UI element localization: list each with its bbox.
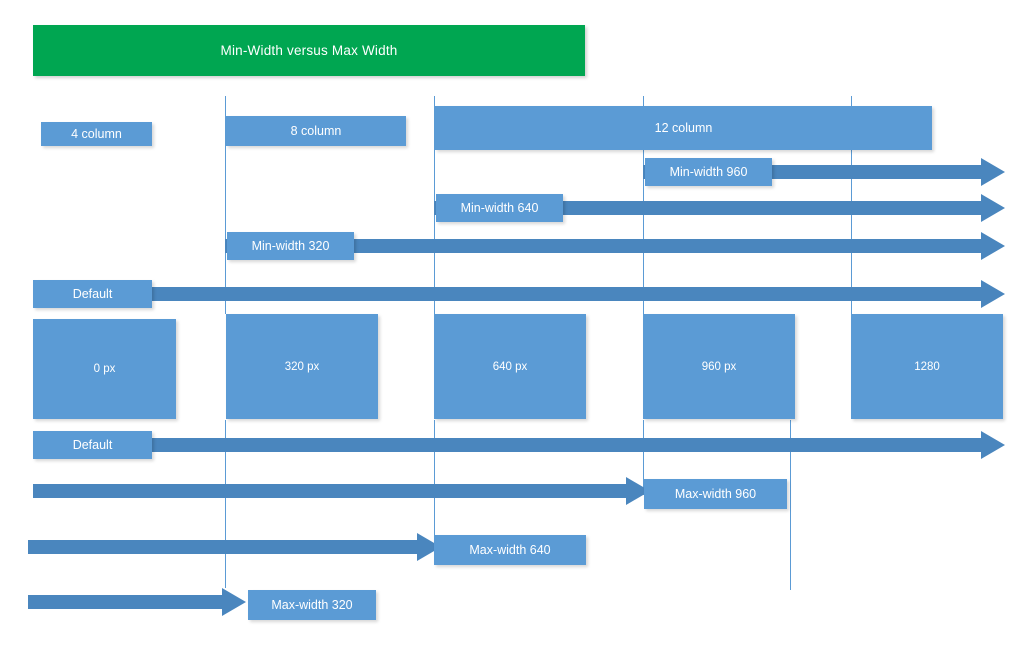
breakpoint-box-640: 640 px [434,314,586,419]
column-label-12-text: 12 column [654,121,713,135]
breakpoint-box-640-text: 640 px [492,360,528,373]
min-width-640-label: Min-width 640 [436,194,563,222]
breakpoint-box-960-text: 960 px [701,360,737,373]
breakpoint-box-960: 960 px [643,314,795,419]
min-width-320-text: Min-width 320 [251,239,330,253]
guide-line-320-lower [225,420,226,588]
max-width-960-text: Max-width 960 [674,487,757,501]
diagram-title-banner: Min-Width versus Max Width [33,25,585,76]
min-width-320-label: Min-width 320 [227,232,354,260]
max-width-640-arrow [28,533,441,561]
breakpoint-box-0-text: 0 px [93,363,116,375]
max-width-320-label: Max-width 320 [248,590,376,620]
guide-line-1280-lower [790,420,791,590]
max-width-960-arrow [33,477,650,505]
max-default-arrow [33,431,1005,459]
column-label-8: 8 column [226,116,406,146]
max-width-320-text: Max-width 320 [271,598,353,612]
breakpoint-box-0: 0 px [33,319,176,419]
min-width-960-text: Min-width 960 [669,165,748,179]
guide-line-960-lower [643,420,644,495]
breakpoint-box-320-text: 320 px [284,360,320,373]
min-width-320-arrow [225,232,1005,260]
min-width-640-text: Min-width 640 [460,201,539,215]
column-label-4: 4 column [41,122,152,146]
max-width-640-label: Max-width 640 [434,535,586,565]
min-default-text: Default [72,287,113,301]
column-label-8-text: 8 column [290,124,342,138]
column-label-4-text: 4 column [71,127,122,141]
max-default-label: Default [33,431,152,459]
max-width-320-arrow [28,588,246,616]
min-default-arrow [33,280,1005,308]
breakpoint-box-1280: 1280 [851,314,1003,419]
min-default-label: Default [33,280,152,308]
max-default-text: Default [72,438,113,452]
min-width-640-arrow [434,194,1005,222]
page-title: Min-Width versus Max Width [220,43,398,58]
column-label-12: 12 column [435,106,932,150]
breakpoint-box-320: 320 px [226,314,378,419]
max-width-960-label: Max-width 960 [644,479,787,509]
min-width-960-label: Min-width 960 [645,158,772,186]
max-width-640-text: Max-width 640 [469,543,551,557]
guide-line-320 [225,96,226,314]
breakpoint-box-1280-text: 1280 [914,360,940,373]
